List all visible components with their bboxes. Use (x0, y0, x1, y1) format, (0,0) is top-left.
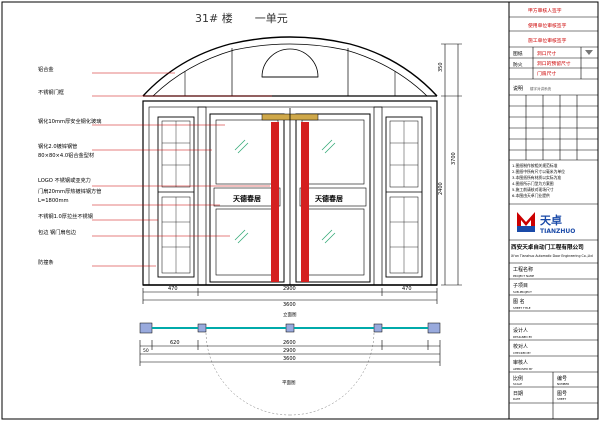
dim-right-2: 3700 (451, 152, 457, 165)
left-sidelight (157, 116, 195, 278)
drawing-title: 31# 楼 一单元 (195, 11, 288, 25)
notes-label: 说明 (513, 85, 523, 92)
scale-label: 比例 (513, 375, 523, 382)
row-label-designer: 设计人 (513, 327, 528, 334)
note-3: 3.本图纸所有材质以实际为准 (512, 175, 561, 180)
left-door-sign: 天德春居 (233, 194, 261, 203)
plan-dim-2: 2600 (283, 340, 296, 346)
right-door-sign: 天德春居 (315, 194, 343, 203)
callout-7: 门扇20mm厚热镀锌钢方管 (38, 187, 101, 195)
row-sub-approver: APPROVED BY (513, 367, 533, 371)
dim-total: 3600 (283, 302, 296, 308)
note-6: 6.本图由天卓门业提供 (512, 193, 550, 198)
callout-10: 包边 钢门扇包边 (38, 228, 77, 236)
scale-sub: SCALE (513, 382, 522, 386)
row-label-approver: 审核人 (513, 359, 528, 366)
date-sub: DATE (513, 397, 521, 401)
row-label-subproject: 子项目 (513, 282, 528, 289)
plan-dimensions (139, 340, 441, 366)
callout-4: 钢化2.0镀锌钢管 (38, 142, 77, 150)
titleblock-grid (509, 16, 598, 419)
left-post (197, 106, 207, 286)
company-name-en: Xi'an Tianzhuo Automatic Door Engineerin… (511, 254, 593, 258)
section-label: 立面图 (283, 311, 297, 318)
note-1: 1.图纸制作按相关规范标准 (512, 163, 558, 168)
plan-view (139, 322, 441, 416)
size-label-fire: 防火 (513, 61, 523, 68)
dim-bottom-2: 2900 (283, 286, 296, 292)
callout-3: 钢化10mm厚安全钢化玻璃 (38, 117, 101, 125)
company-name: 西安天卓自动门工程有限公司 (511, 243, 584, 251)
sheet-no-sub: SHEET (557, 397, 566, 401)
approval-client: 甲方审核人签字 (528, 7, 562, 14)
date-label: 日期 (513, 391, 523, 397)
callout-1: 铝合金 (38, 65, 54, 73)
row-sub-checker: CHECKED BY (513, 351, 531, 355)
dim-right-1: 350 (438, 62, 444, 72)
row-sub-subproject: SUB-PROJECT (513, 290, 532, 294)
row-label-sheet-title: 图 名 (513, 298, 525, 305)
plan-dim-5: 50 (143, 348, 149, 354)
elevation-dimensions (142, 288, 438, 304)
right-dimensions (441, 43, 462, 286)
size-label-opening: 洞口尺寸 (537, 50, 556, 57)
callout-9: 不锈钢1.0厚拉丝不锈钢 (38, 212, 93, 220)
plan-dim-4: 3600 (283, 356, 296, 362)
number-sub: NUMBER (557, 382, 569, 386)
size-label-reserved: 洞口的预留尺寸 (537, 60, 571, 67)
size-label-drawing: 图纸 (513, 50, 523, 57)
right-post (373, 106, 383, 286)
note-2: 2.图纸中所有尺寸以毫米为单位 (512, 169, 565, 174)
callout-11: 防撞条 (38, 258, 54, 266)
row-label-checker: 校对人 (513, 343, 528, 350)
number-label: 编号 (557, 375, 567, 382)
sheet-no-label: 图号 (557, 391, 567, 397)
row-sub-designer: DESIGNED BY (513, 335, 532, 339)
row-label-project: 工程名称 (513, 266, 533, 273)
callout-5: 80×80×4.0铝合金型材 (38, 151, 94, 159)
dim-bottom-1: 470 (168, 286, 178, 292)
dim-right-3: 2400 (438, 182, 444, 195)
callout-2: 不锈钢门框 (38, 88, 64, 96)
notes-text: 楼宇对讲系统 (530, 86, 551, 91)
size-label-leaf: 门扇尺寸 (537, 70, 556, 77)
callout-6: LOGO 不锈钢或亚克力 (38, 176, 91, 184)
callout-leaders (92, 72, 272, 267)
dim-bottom-3: 470 (402, 286, 412, 292)
plan-dim-3: 2900 (283, 348, 296, 354)
callout-8: L=1800mm (38, 198, 69, 204)
right-sidelight (385, 116, 423, 278)
logo-english: TIANZHUO (540, 228, 575, 235)
row-sub-sheet-title: SHEET TITLE (513, 306, 531, 310)
company-logo: 天卓 TIANZHUO (517, 212, 575, 235)
note-4: 4.图纸所示门型为方案图 (512, 181, 554, 186)
approval-user: 使用单位审核签字 (528, 22, 567, 29)
row-sub-project: PROJECT NAME (513, 274, 534, 278)
left-door-leaf (209, 113, 285, 283)
dropdown-triangle-icon (585, 50, 593, 55)
logo-chinese: 天卓 (540, 213, 562, 227)
approval-contractor: 施工单位审核签字 (528, 37, 567, 44)
note-5: 5.施工前请核对现场尺寸 (512, 187, 554, 192)
arch-transom (142, 36, 438, 102)
plan-dim-1: 620 (170, 340, 180, 346)
center-handle-strip (261, 108, 319, 285)
plan-label: 平面图 (282, 380, 296, 386)
